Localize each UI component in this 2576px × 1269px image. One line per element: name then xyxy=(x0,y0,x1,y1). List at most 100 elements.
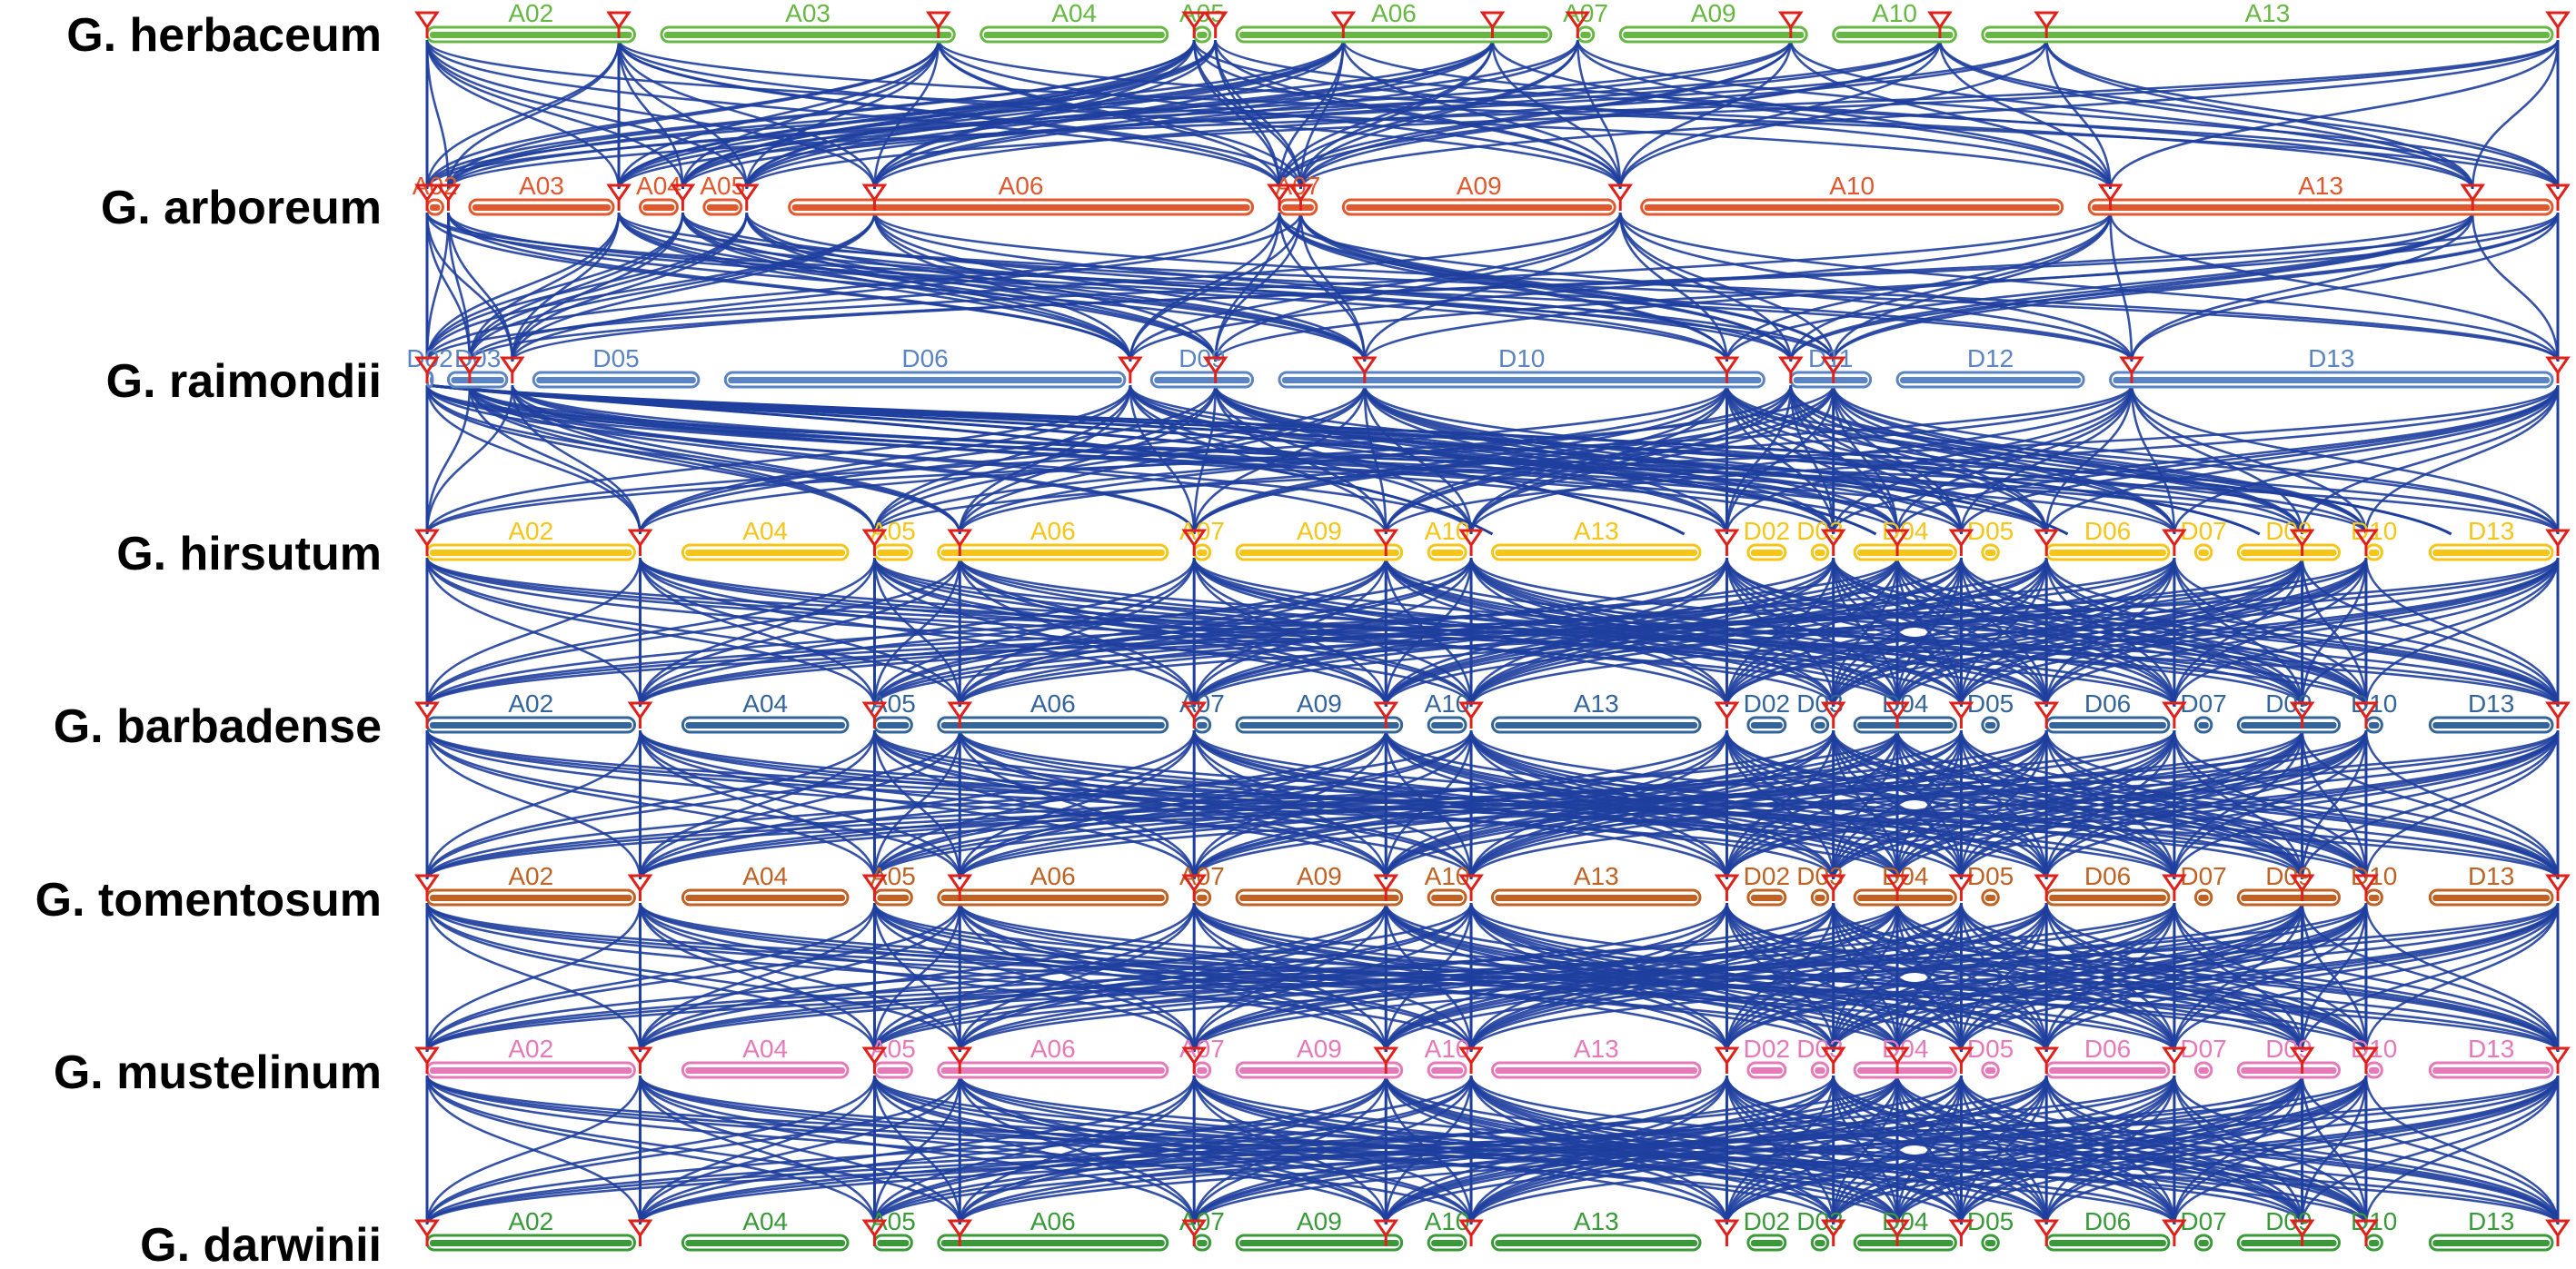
chromosome-label-barbadense-D05: D05 xyxy=(1967,689,2014,718)
synteny-link xyxy=(2173,729,2368,880)
synteny-links xyxy=(425,39,2560,1225)
chromosome-fill-mustelinum-A02 xyxy=(430,1067,632,1074)
gene-marker-icon xyxy=(606,183,632,211)
synteny-link xyxy=(1192,557,2048,708)
synteny-link xyxy=(1832,1075,1899,1225)
gene-marker-icon xyxy=(1181,701,1208,729)
chromosome-fill-mustelinum-A05 xyxy=(877,1067,910,1074)
chromosome-fill-barbadense-A06 xyxy=(940,722,1165,729)
gene-marker-icon xyxy=(414,11,440,38)
synteny-link xyxy=(1469,729,2176,880)
chromosome-fill-tomentosum-A09 xyxy=(1239,895,1399,901)
synteny-link xyxy=(1384,1075,1963,1225)
synteny-link xyxy=(639,729,1387,880)
synteny-link xyxy=(511,384,642,535)
chromosome-fill-barbadense-D09 xyxy=(2241,722,2337,729)
chromosome-fill-hirsutum-D06 xyxy=(2049,550,2166,556)
synteny-link xyxy=(873,384,1793,535)
synteny-link xyxy=(958,557,1473,708)
synteny-link xyxy=(873,1075,1387,1225)
synteny-link xyxy=(511,384,876,535)
synteny-link xyxy=(617,39,1345,190)
synteny-link xyxy=(425,39,1942,190)
gene-marker-icon xyxy=(2353,701,2379,729)
synteny-link xyxy=(425,902,642,1053)
chromosome-fill-arboreum-A03 xyxy=(472,204,612,211)
chromosome-label-arboreum-A03: A03 xyxy=(519,172,564,200)
synteny-link xyxy=(2044,384,2560,535)
synteny-link xyxy=(873,1075,1963,1225)
genome-label-mustelinum: G. mustelinum xyxy=(54,1046,382,1099)
synteny-link xyxy=(425,902,2560,1053)
chromosome-fill-barbadense-D13 xyxy=(2432,722,2550,729)
synteny-link xyxy=(873,557,2303,708)
gene-marker-icon xyxy=(947,701,973,729)
gene-marker-icon xyxy=(2162,529,2187,556)
synteny-link xyxy=(1342,39,2474,190)
synteny-link xyxy=(873,212,1132,362)
gene-marker-icon xyxy=(1181,1046,1208,1074)
chromosome-label-mustelinum-D13: D13 xyxy=(2468,1035,2514,1063)
chromosome-fill-darwinii-D13 xyxy=(2432,1240,2550,1246)
synteny-link xyxy=(1832,902,1899,1053)
chromosome-fill-tomentosum-A05 xyxy=(877,895,910,901)
chromosome-label-raimondii-D06: D06 xyxy=(901,344,948,372)
chromosome-label-hirsutum-D13: D13 xyxy=(2468,517,2514,545)
chromosome-fill-barbadense-D04 xyxy=(1857,722,1954,729)
gene-marker-icon xyxy=(1373,1219,1399,1246)
gene-marker-icon xyxy=(414,1219,440,1246)
chromosome-fill-hirsutum-D03 xyxy=(1815,550,1825,556)
chromosome-fill-barbadense-D02 xyxy=(1750,722,1783,729)
gene-marker-icon xyxy=(1820,356,1846,383)
synteny-link xyxy=(2471,212,2560,362)
synteny-link xyxy=(617,212,1367,362)
gene-marker-icon xyxy=(1714,1046,1740,1074)
synteny-link xyxy=(425,729,1899,880)
synteny-link xyxy=(958,902,2560,1053)
synteny-link xyxy=(425,212,621,362)
chromosome-label-hirsutum-A09: A09 xyxy=(1297,517,1342,545)
synteny-link xyxy=(639,557,2048,708)
synteny-link xyxy=(2044,557,2176,708)
gene-marker-icon xyxy=(1181,529,1208,556)
chromosome-fill-raimondii-D12 xyxy=(1900,377,2082,383)
chromosome-fill-darwinii-A02 xyxy=(430,1240,632,1246)
synteny-link xyxy=(2044,39,2474,190)
synteny-link xyxy=(617,39,1579,190)
synteny-link xyxy=(447,212,472,362)
chromosome-fill-raimondii-D09 xyxy=(1154,377,1250,383)
synteny-link xyxy=(2044,902,2176,1053)
synteny-link xyxy=(1832,729,2048,880)
synteny-link xyxy=(1384,902,2048,1053)
synteny-link xyxy=(873,729,1963,880)
chromosome-fill-arboreum-A06 xyxy=(791,204,1250,211)
synteny-link xyxy=(425,729,961,880)
synteny-link xyxy=(639,729,1196,880)
genome-label-barbadense: G. barbadense xyxy=(54,700,382,753)
gene-marker-icon xyxy=(1948,529,1974,556)
synteny-link xyxy=(1960,902,2368,1053)
synteny-link xyxy=(2130,384,2368,535)
synteny-link xyxy=(1832,729,2368,880)
synteny-link xyxy=(1384,1075,2048,1225)
synteny-link xyxy=(2173,1075,2368,1225)
gene-marker-icon xyxy=(1777,11,1804,38)
synteny-link xyxy=(2130,212,2560,362)
synteny-link xyxy=(1789,384,1899,535)
synteny-link xyxy=(1726,902,2176,1053)
chromosome-fill-darwinii-A10 xyxy=(1431,1240,1464,1246)
synteny-link xyxy=(1726,384,2560,535)
synteny-link xyxy=(1129,212,2112,362)
chromosome-label-barbadense-D02: D02 xyxy=(1744,689,1790,718)
chromosome-fill-darwinii-D05 xyxy=(1984,1240,1996,1246)
gene-marker-icon xyxy=(414,356,440,383)
synteny-link xyxy=(1384,557,1899,708)
synteny-link xyxy=(1726,557,2176,708)
synteny-link xyxy=(2364,557,2560,708)
synteny-link xyxy=(639,1075,876,1225)
synteny-link xyxy=(425,902,1473,1053)
synteny-link xyxy=(1214,384,1728,535)
chromosome-fill-hirsutum-D02 xyxy=(1750,550,1783,556)
chromosome-fill-mustelinum-D06 xyxy=(2049,1067,2166,1074)
chromosome-fill-mustelinum-A09 xyxy=(1239,1067,1399,1074)
